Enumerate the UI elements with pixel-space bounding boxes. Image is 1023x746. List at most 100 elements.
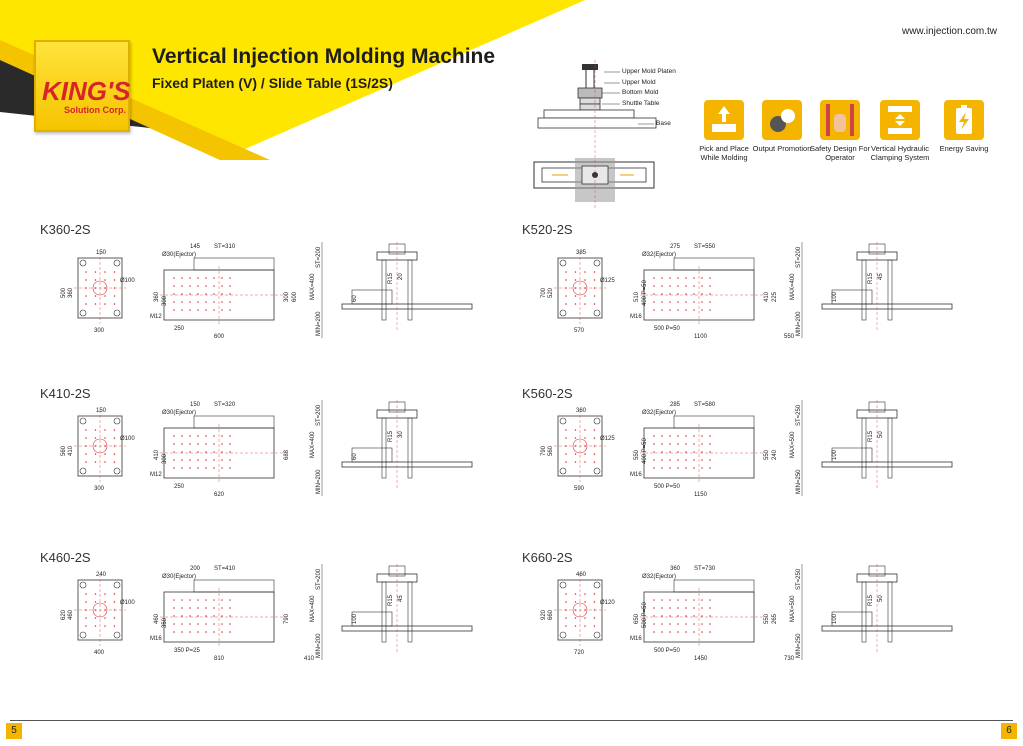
dim-e: 150 bbox=[190, 402, 201, 408]
table-hole bbox=[173, 293, 175, 295]
tap-hole bbox=[104, 271, 106, 273]
table-hole bbox=[669, 451, 671, 453]
table-hole bbox=[701, 623, 703, 625]
table-hole bbox=[173, 435, 175, 437]
table-hole bbox=[229, 285, 231, 287]
table-hole bbox=[173, 443, 175, 445]
table-hole bbox=[229, 607, 231, 609]
table-hole bbox=[189, 615, 191, 617]
tap-hole bbox=[94, 617, 97, 619]
tap-hole bbox=[94, 601, 97, 603]
table-hole bbox=[213, 285, 215, 287]
table-hole bbox=[181, 309, 183, 311]
table-hole bbox=[221, 615, 223, 617]
dim-e: 200 bbox=[190, 566, 201, 572]
tap-hole bbox=[85, 453, 87, 455]
table-hole bbox=[189, 435, 191, 437]
table-hole bbox=[693, 309, 695, 311]
dim-e: 275 bbox=[670, 244, 681, 250]
tap-hole bbox=[565, 617, 567, 619]
label-upper-mold: Upper Mold bbox=[622, 79, 656, 86]
table-hole bbox=[653, 309, 655, 311]
slide-rail bbox=[821, 303, 953, 310]
tap-hole bbox=[94, 279, 97, 281]
page-number-left: 5 bbox=[6, 723, 22, 739]
dim-a: 360 bbox=[576, 408, 587, 414]
table-hole bbox=[213, 599, 215, 601]
tap-hole bbox=[104, 625, 106, 627]
dim-i: 360 bbox=[154, 291, 160, 302]
tap-hole bbox=[85, 295, 87, 297]
dim-w: 1100 bbox=[694, 334, 708, 340]
table-hole bbox=[653, 435, 655, 437]
table-hole bbox=[677, 435, 679, 437]
dim-w2: 730 bbox=[784, 656, 795, 662]
tap-hole bbox=[94, 271, 97, 273]
table-hole bbox=[173, 467, 175, 469]
dim-a: 460 bbox=[576, 572, 587, 578]
table-hole bbox=[701, 467, 703, 469]
tap-hole bbox=[593, 453, 596, 455]
tap-hole bbox=[113, 271, 116, 273]
label-shuttle-table: Shuttle Table bbox=[622, 100, 660, 107]
tap-hole bbox=[104, 295, 106, 297]
tie-bar bbox=[407, 259, 413, 321]
table-hole bbox=[661, 301, 663, 303]
dim-f: 250 bbox=[174, 326, 185, 332]
table-hole bbox=[205, 301, 207, 303]
tap-hole bbox=[584, 453, 586, 455]
dim-m: M12 bbox=[150, 472, 162, 478]
dim-c: 700 bbox=[541, 287, 547, 298]
table-hole bbox=[181, 277, 183, 279]
table-hole bbox=[181, 435, 183, 437]
dim-p: 100 bbox=[832, 291, 838, 302]
table-hole bbox=[653, 459, 655, 461]
tap-hole bbox=[584, 279, 586, 281]
tap-hole bbox=[85, 279, 87, 281]
dim-j: 300 bbox=[162, 295, 168, 306]
table-hole bbox=[693, 467, 695, 469]
logo-word: KING'S bbox=[42, 76, 131, 106]
table-hole bbox=[669, 615, 671, 617]
table-hole bbox=[189, 309, 191, 311]
dim-w2: 550 bbox=[784, 334, 795, 340]
dim-m: M16 bbox=[630, 314, 642, 320]
tap-hole bbox=[593, 429, 596, 431]
table-hole bbox=[709, 309, 711, 311]
table-hole bbox=[677, 277, 679, 279]
table-hole bbox=[229, 301, 231, 303]
tap-hole bbox=[565, 429, 567, 431]
table-hole bbox=[677, 459, 679, 461]
table-hole bbox=[181, 623, 183, 625]
tap-hole bbox=[113, 429, 116, 431]
tap-hole bbox=[565, 453, 567, 455]
table-hole bbox=[197, 467, 199, 469]
tap-hole bbox=[593, 303, 596, 305]
table-hole bbox=[677, 309, 679, 311]
table-hole bbox=[213, 623, 215, 625]
tap-hole bbox=[113, 437, 116, 439]
table-hole bbox=[701, 443, 703, 445]
table-hole bbox=[677, 443, 679, 445]
dim-v-min: MIN=250 bbox=[796, 633, 802, 658]
website-url[interactable]: www.injection.com.tw bbox=[901, 26, 997, 37]
tap-hole bbox=[85, 625, 87, 627]
tap-hole bbox=[574, 295, 577, 297]
table-hole bbox=[197, 285, 199, 287]
table-hole bbox=[197, 631, 199, 633]
table-hole bbox=[653, 293, 655, 295]
tie-bar-hole bbox=[79, 631, 87, 639]
dim-ejector: Ø30(Ejector) bbox=[162, 410, 196, 416]
dim-hole: Ø100 bbox=[120, 436, 135, 442]
tap-hole bbox=[85, 437, 87, 439]
tie-bar-hole bbox=[559, 631, 567, 639]
table-hole bbox=[653, 451, 655, 453]
tap-hole bbox=[584, 437, 586, 439]
table-hole bbox=[189, 443, 191, 445]
tie-bar-hole bbox=[113, 581, 121, 589]
output-icon bbox=[762, 100, 802, 140]
tie-bar-hole bbox=[559, 309, 567, 317]
dim-w: 810 bbox=[214, 656, 225, 662]
